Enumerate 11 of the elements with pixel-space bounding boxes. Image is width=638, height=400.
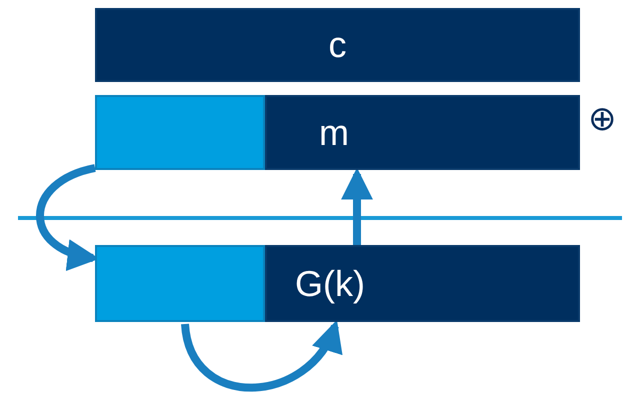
curved-arrow xyxy=(181,320,340,392)
bar-text: c xyxy=(328,24,346,66)
curved-arrow xyxy=(341,168,373,245)
bar-text: m xyxy=(319,112,349,154)
label-bar xyxy=(95,8,580,82)
bar-text: G(k) xyxy=(295,262,365,304)
xor-symbol: ⊕ xyxy=(588,102,616,136)
label-bar xyxy=(265,245,580,322)
key-segment xyxy=(95,245,265,322)
key-segment xyxy=(95,95,265,170)
label-bar xyxy=(265,95,580,170)
